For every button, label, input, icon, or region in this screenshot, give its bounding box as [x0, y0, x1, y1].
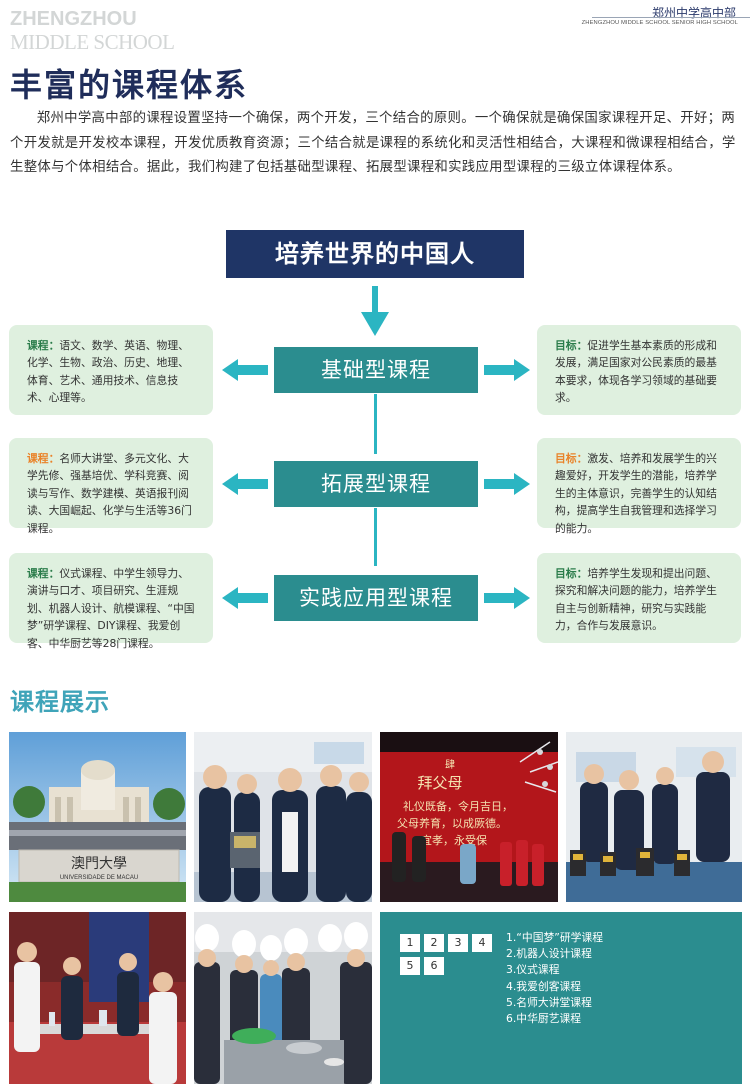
photo-cooking-class [194, 912, 372, 1084]
ceremony-heading: 拜父母 [417, 774, 462, 792]
course-list: 1.“中国梦”研学课程 2.机器人设计课程 3.仪式课程 4.我爱创客课程 5.… [506, 930, 603, 1027]
course-label: 课程： [27, 452, 60, 465]
right-arrow-icon [484, 587, 530, 609]
course-text: 语文、数学、英语、物理、化学、生物、政治、历史、地理、体育、艺术、通用技术、信息… [27, 339, 189, 405]
down-arrow-icon [361, 286, 389, 336]
photo-robot-class [194, 732, 372, 902]
page-title: 丰富的课程体系 [10, 66, 249, 104]
connector-line-1 [374, 394, 377, 454]
course-item[interactable]: 2.机器人设计课程 [506, 947, 592, 961]
tier-practice-goals: 目标：培养学生发现和提出问题、探究和解决问题的能力，培养学生自主与创新精神，研究… [537, 553, 741, 643]
page-button-3[interactable]: 3 [448, 934, 468, 952]
tier-basic-goals: 目标：促进学生基本素质的形成和发展，满足国家对公民素质的最基本要求，体现各学习领… [537, 325, 741, 415]
ceremony-line-2: 父母养育，以成厥德。 [397, 816, 507, 830]
photo-maker-class [566, 732, 742, 902]
course-item[interactable]: 4.我爱创客课程 [506, 979, 582, 993]
school-name-cn: 郑州中学高中部 [651, 6, 736, 20]
school-name-en: ZHENGZHOU MIDDLE SCHOOL SENIOR HIGH SCHO… [581, 20, 738, 26]
tier-basic-box: 基础型课程 [274, 347, 478, 393]
right-arrow-icon [484, 359, 530, 381]
tier-practice-courses: 课程：仪式课程、中学生领导力、演讲与口才、项目研究、生涯规划、机器人设计、航模课… [9, 553, 213, 650]
goal-box: 培养世界的中国人 [226, 230, 524, 278]
page-button-4[interactable]: 4 [472, 934, 492, 952]
right-arrow-icon [484, 473, 530, 495]
intro-paragraph: 郑州中学高中部的课程设置坚持一个确保，两个开发，三个结合的原则。一个确保就是确保… [10, 111, 736, 175]
ceremony-number: 肆 [445, 759, 455, 771]
left-arrow-icon [222, 587, 268, 609]
course-label: 课程： [27, 567, 60, 580]
tier-basic-courses: 课程：语文、数学、英语、物理、化学、生物、政治、历史、地理、体育、艺术、通用技术… [9, 325, 213, 415]
macau-sign-en: UNIVERSIDADE DE MACAU [60, 875, 138, 881]
page-button-6[interactable]: 6 [424, 957, 444, 975]
left-arrow-icon [222, 359, 268, 381]
school-logo-line1: ZHENGZHOU [10, 8, 137, 30]
showcase-heading: 课程展示 [10, 688, 110, 716]
goal-text: 培养学生发现和提出问题、探究和解决问题的能力，培养学生自主与创新精神，研究与实践… [555, 567, 717, 633]
photo-ceremony: 肆 拜父母 礼仪既备，令月吉日， 父母养育，以成厥德。 宜孝，永受保 [380, 732, 558, 902]
course-text: 仪式课程、中学生领导力、演讲与口才、项目研究、生涯规划、机器人设计、航模课程、“… [27, 567, 195, 650]
page-button-5[interactable]: 5 [400, 957, 420, 975]
tier-extended-goals: 目标：激发、培养和发展学生的兴趣爱好，开发学生的潜能，培养学生的主体意识，完善学… [537, 438, 741, 535]
ceremony-line-3: 宜孝，永受保 [421, 833, 487, 847]
course-item[interactable]: 1.“中国梦”研学课程 [506, 931, 604, 944]
course-item[interactable]: 5.名师大讲堂课程 [506, 995, 592, 1009]
photo-science-class [9, 912, 186, 1084]
tier-practice-box: 实践应用型课程 [274, 575, 478, 621]
photo-macau-university: 澳門大學 UNIVERSIDADE DE MACAU [9, 732, 186, 902]
macau-sign-cn: 澳門大學 [71, 856, 127, 872]
goal-label: 目标： [555, 339, 588, 352]
left-arrow-icon [222, 473, 268, 495]
course-text: 名师大讲堂、多元文化、大学先修、强基培优、学科竞赛、阅读与写作、数学建模、英语报… [27, 452, 192, 535]
page-button-2[interactable]: 2 [424, 934, 444, 952]
header-divider [592, 17, 750, 18]
goal-text: 激发、培养和发展学生的兴趣爱好，开发学生的潜能，培养学生的主体意识，完善学生的认… [555, 452, 717, 535]
connector-line-2 [374, 508, 377, 566]
course-label: 课程： [27, 339, 60, 352]
course-item[interactable]: 3.仪式课程 [506, 963, 560, 977]
school-logo-line2: MIDDLE SCHOOL [10, 30, 175, 54]
tier-extended-courses: 课程：名师大讲堂、多元文化、大学先修、强基培优、学科竞赛、阅读与写作、数学建模、… [9, 438, 213, 535]
course-item[interactable]: 6.中华厨艺课程 [506, 1012, 582, 1026]
tier-extended-box: 拓展型课程 [274, 461, 478, 507]
goal-label: 目标： [555, 567, 588, 580]
page-button-1[interactable]: 1 [400, 934, 420, 952]
goal-label: 目标： [555, 452, 588, 465]
ceremony-line-1: 礼仪既备，令月吉日， [403, 799, 513, 813]
goal-text: 促进学生基本素质的形成和发展，满足国家对公民素质的最基本要求，体现各学习领域的基… [555, 339, 717, 405]
